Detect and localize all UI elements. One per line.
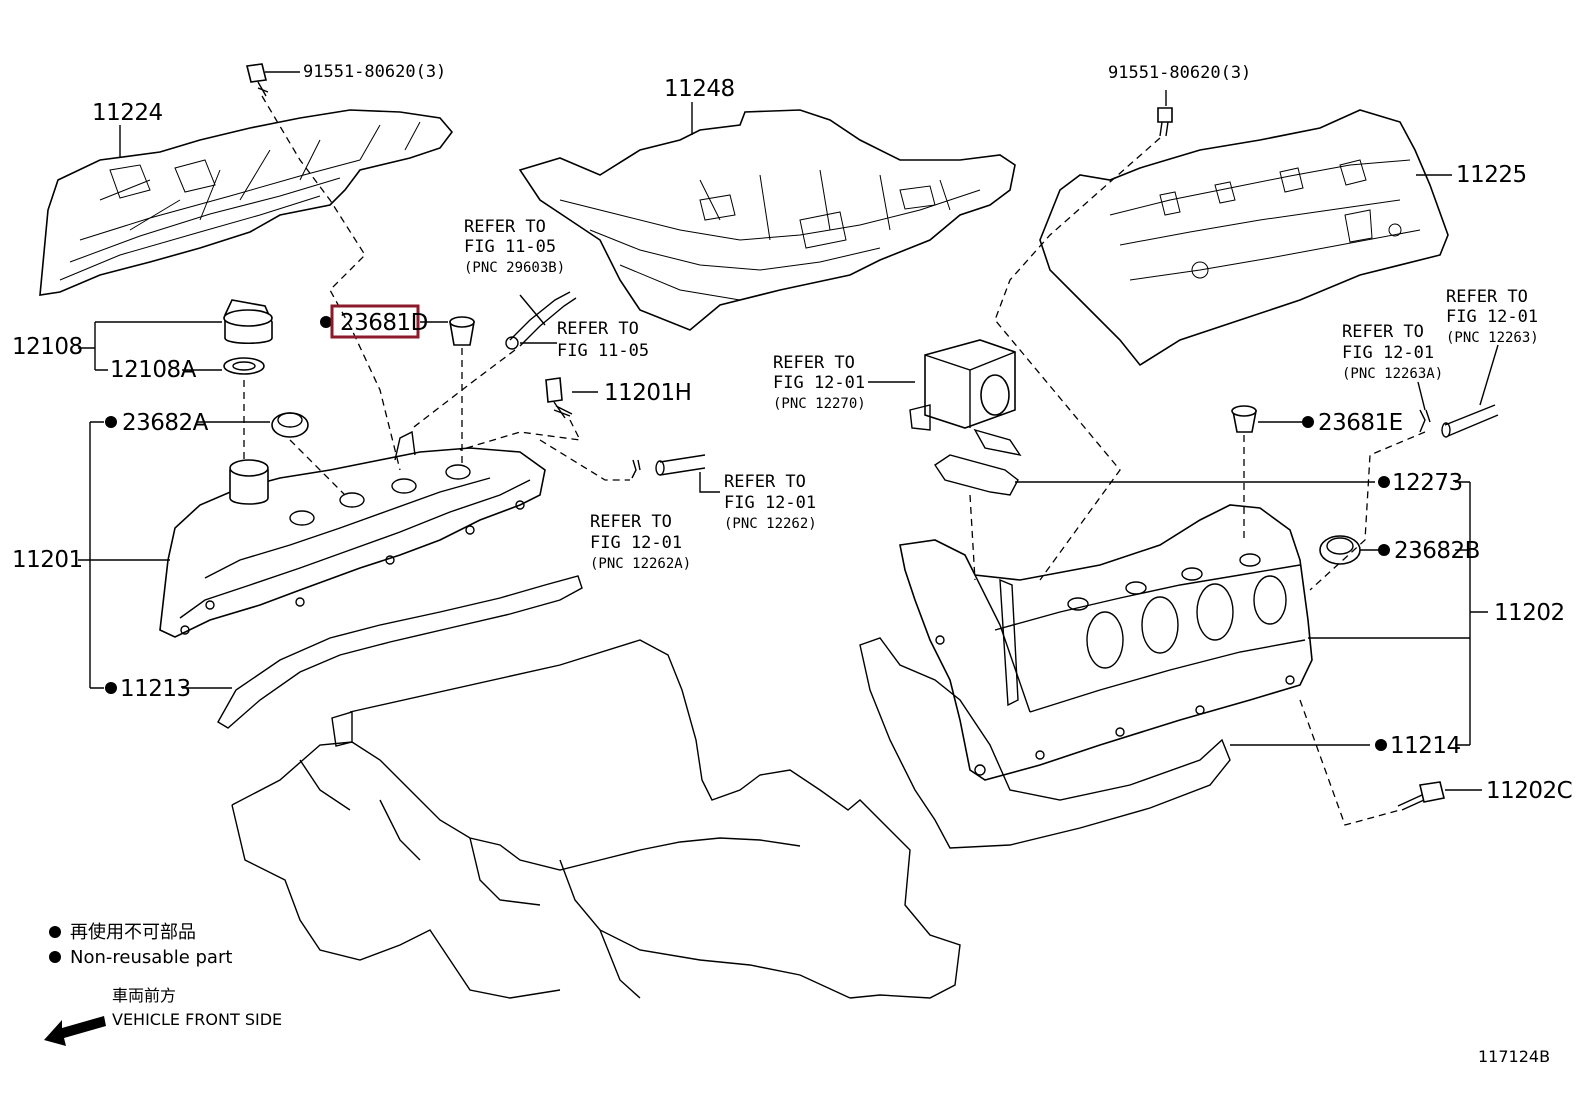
nonreusable-dot: [105, 682, 117, 694]
grommet-23681E: [1231, 405, 1257, 433]
legend-front-jp: 車両前方: [112, 986, 176, 1005]
svg-text:(PNC 12270): (PNC 12270): [773, 396, 866, 412]
svg-text:FIG 12-01: FIG 12-01: [1342, 343, 1434, 363]
pcv-hose-29603B: [509, 291, 577, 347]
label-bolt-91551-right: 91551-80620(3): [1108, 63, 1251, 83]
svg-text:REFER TO: REFER TO: [557, 319, 639, 339]
nonreusable-dot: [1378, 476, 1390, 488]
clip-12262A: [631, 459, 641, 479]
heat-insulator-center: [518, 109, 1016, 331]
cylinder-head-cover-right: [899, 504, 1313, 781]
label-12108: 12108: [12, 334, 83, 360]
nonreusable-dot: [105, 416, 117, 428]
nonreusable-dot: [1375, 739, 1387, 751]
gasket-right: [859, 637, 1231, 849]
label-11201H: 11201H: [604, 380, 691, 406]
label-23682B: 23682B: [1394, 538, 1480, 564]
legend-front-en: VEHICLE FRONT SIDE: [112, 1010, 282, 1029]
svg-text:FIG 12-01: FIG 12-01: [590, 533, 682, 553]
svg-text:(PNC 12263A): (PNC 12263A): [1342, 366, 1443, 382]
front-arrow-icon: [44, 1016, 106, 1046]
highlight-box-23681D[interactable]: [330, 304, 420, 339]
svg-text:REFER TO: REFER TO: [773, 353, 855, 373]
label-11213: 11213: [120, 676, 191, 702]
engine-block-outline: [231, 639, 961, 999]
bolt-91551-right: [1157, 107, 1173, 137]
nonreusable-dot: [1378, 544, 1390, 556]
diagram-code: 117124B: [1478, 1047, 1550, 1066]
guide-lines: [243, 95, 1426, 826]
legend-dot: [49, 926, 61, 938]
label-11248: 11248: [664, 76, 735, 102]
svg-text:REFER TO: REFER TO: [1446, 287, 1528, 307]
nonreusable-dot: [1302, 416, 1314, 428]
label-bolt-91551-left: 91551-80620(3): [303, 62, 446, 82]
svg-text:FIG 11-05: FIG 11-05: [464, 237, 556, 257]
label-11225: 11225: [1456, 162, 1527, 188]
svg-text:(PNC 12262A): (PNC 12262A): [590, 556, 691, 572]
svg-text:(PNC 29603B): (PNC 29603B): [464, 260, 565, 276]
hose-12262: [659, 454, 706, 476]
label-23681E: 23681E: [1318, 410, 1403, 436]
label-11202C: 11202C: [1486, 778, 1572, 804]
hose-12263: [1444, 404, 1499, 437]
stud-11202C: [1397, 781, 1445, 811]
svg-text:REFER TO: REFER TO: [724, 472, 806, 492]
label-12273: 12273: [1392, 470, 1463, 496]
plug-23682A: [271, 412, 309, 438]
gasket-left: [217, 575, 583, 729]
label-23682A: 23682A: [122, 410, 209, 436]
ref-12262: REFER TO FIG 12-01 (PNC 12262): [724, 472, 817, 532]
label-11201: 11201: [12, 547, 83, 573]
grommet-23681D: [449, 316, 475, 346]
leader-lines: [78, 71, 1499, 791]
svg-text:FIG 12-01: FIG 12-01: [1446, 307, 1538, 327]
ref-29603B: REFER TO FIG 11-05 (PNC 29603B): [464, 217, 565, 276]
bolt-91551-left: [246, 63, 269, 97]
oil-control-valve-12270: [909, 339, 1022, 457]
svg-text:(PNC 12262): (PNC 12262): [724, 516, 817, 532]
svg-text:FIG 11-05: FIG 11-05: [557, 341, 649, 361]
heat-insulator-right: [1039, 109, 1449, 367]
legend-dot: [49, 951, 61, 963]
ref-12263A: REFER TO FIG 12-01 (PNC 12263A): [1342, 322, 1443, 382]
bolt-11201H: [545, 377, 573, 419]
ref-12270: REFER TO FIG 12-01 (PNC 12270): [773, 353, 866, 412]
nonreusable-dot: [320, 316, 332, 328]
cylinder-head-cover-left: [159, 430, 546, 638]
heat-insulator-left: [39, 109, 454, 296]
ref-12262A: REFER TO FIG 12-01 (PNC 12262A): [590, 512, 691, 572]
svg-text:(PNC 12263): (PNC 12263): [1446, 330, 1539, 346]
svg-text:FIG 12-01: FIG 12-01: [773, 373, 865, 393]
ref-1105: REFER TO FIG 11-05: [557, 319, 649, 361]
gasket-12273: [934, 454, 1019, 496]
oil-filler-cap: [223, 299, 273, 345]
label-12108A: 12108A: [110, 357, 197, 383]
svg-text:REFER TO: REFER TO: [464, 217, 546, 237]
legend-nonreusable-en: Non-reusable part: [70, 947, 232, 968]
svg-text:REFER TO: REFER TO: [1342, 322, 1424, 342]
svg-text:REFER TO: REFER TO: [590, 512, 672, 532]
label-11214: 11214: [1390, 733, 1461, 759]
oil-filler-gasket: [223, 357, 265, 375]
label-11224: 11224: [92, 100, 163, 126]
legend-nonreusable-jp: 再使用不可部品: [70, 922, 196, 943]
label-23681D: 23681D: [340, 310, 428, 336]
clip-1105: [505, 336, 519, 350]
svg-text:FIG 12-01: FIG 12-01: [724, 493, 816, 513]
ref-12263: REFER TO FIG 12-01 (PNC 12263): [1446, 287, 1539, 346]
legend: 再使用不可部品 Non-reusable part 車両前方 VEHICLE F…: [44, 922, 282, 1046]
label-11202: 11202: [1494, 600, 1565, 626]
clip-12263A: [1419, 409, 1431, 433]
